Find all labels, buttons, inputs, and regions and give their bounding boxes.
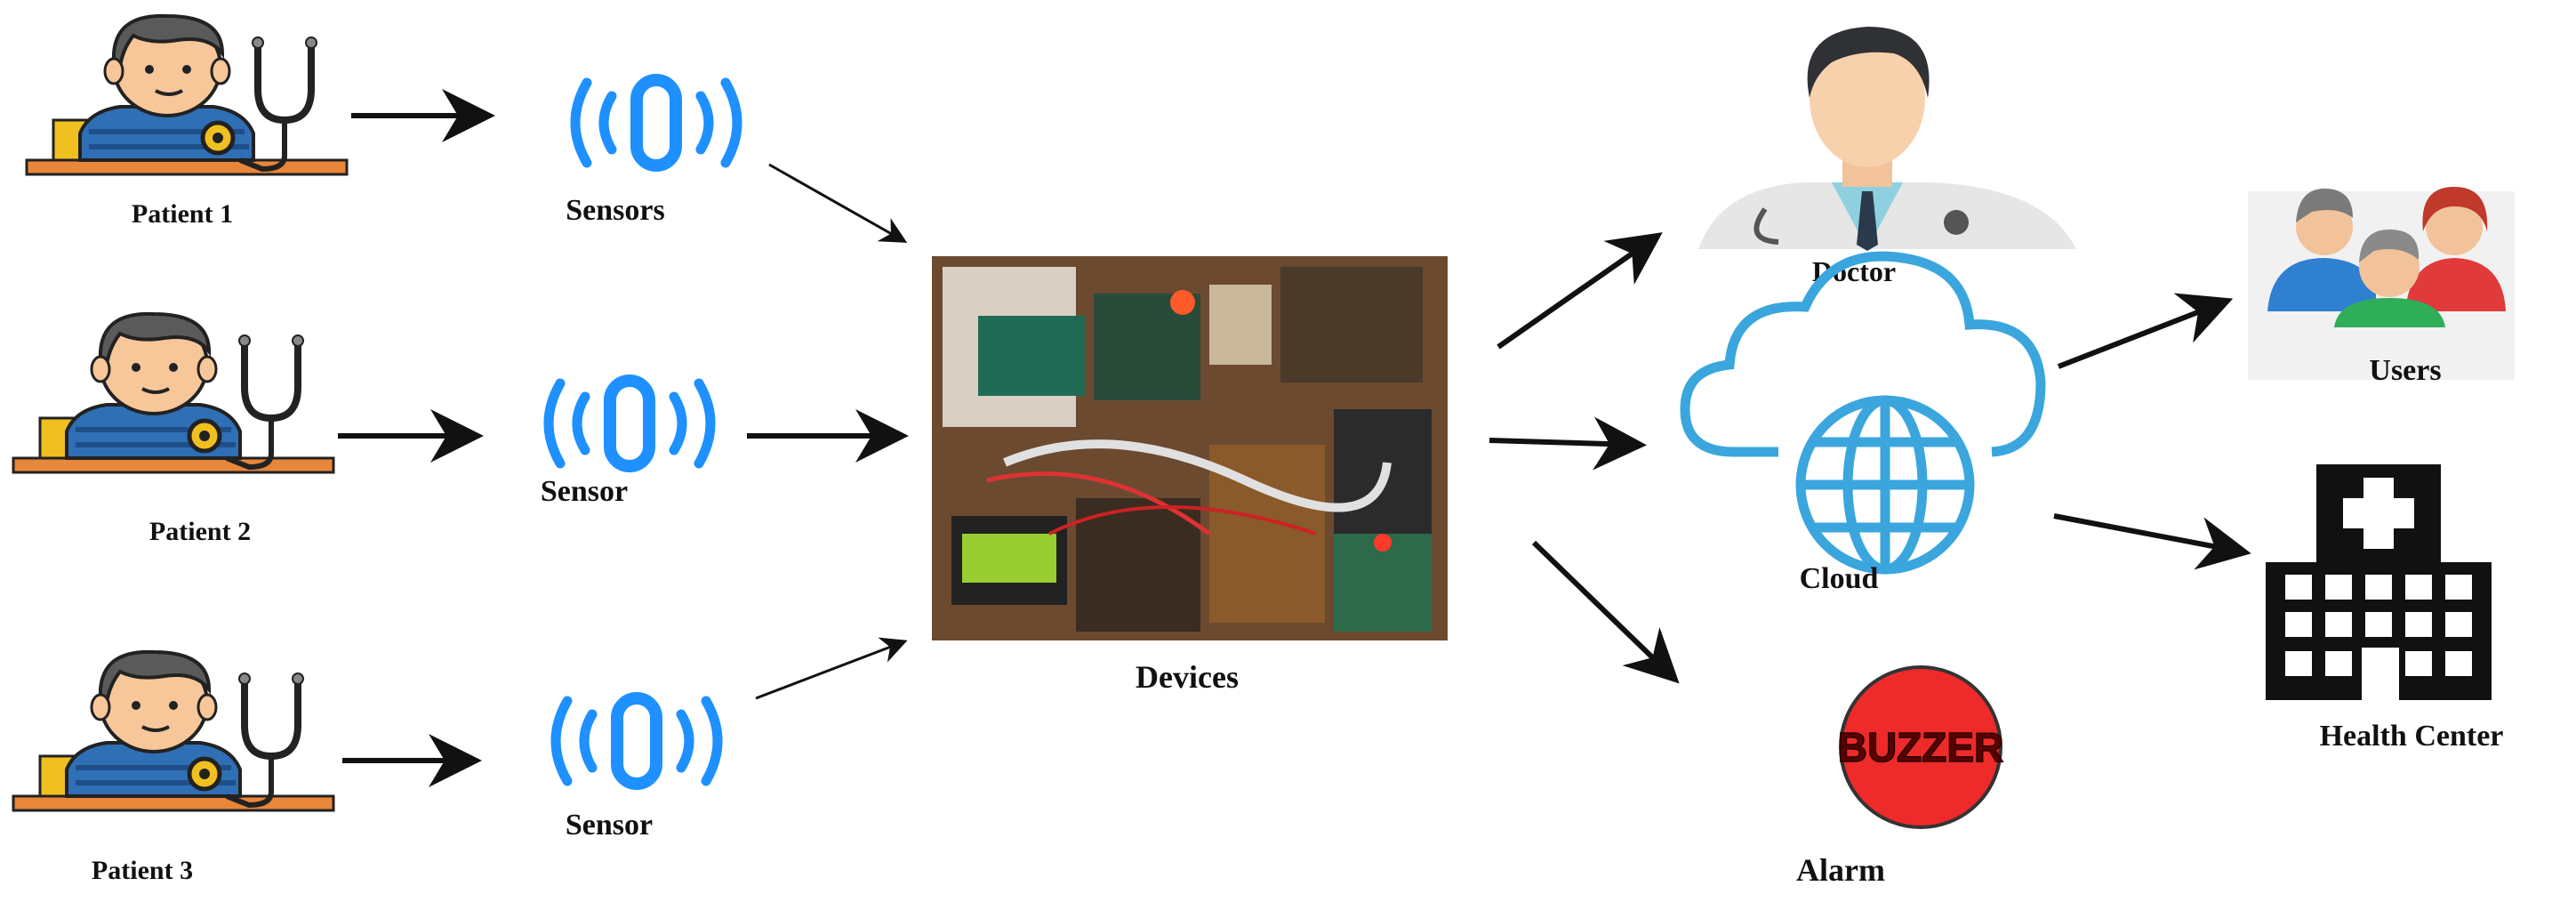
cloud-icon (1680, 251, 2046, 575)
buzzer-text: BUZZER (1838, 724, 2004, 770)
patient-3-label: Patient 3 (92, 856, 193, 885)
sensor-1-icon (575, 80, 737, 165)
arrow-cloud-users (2057, 293, 2234, 369)
arrow-cloud-health-center (2053, 513, 2251, 570)
users-icon (2248, 187, 2515, 380)
patient-2-label: Patient 2 (149, 517, 251, 546)
users-label: Users (2369, 354, 2441, 387)
buzzer-icon: BUZZER (1837, 665, 2004, 829)
cloud-label: Cloud (1800, 562, 1879, 595)
patient-3-icon (13, 652, 333, 810)
sensor-2-label: Sensor (541, 475, 628, 508)
sensor-3-icon (556, 698, 718, 784)
devices-label: Devices (1136, 659, 1239, 695)
hospital-icon (2266, 464, 2492, 700)
doctor-icon (1698, 27, 2076, 251)
arrow-sensor3-devices (755, 637, 908, 700)
sensor-1-label: Sensors (566, 194, 664, 227)
sensor-3-label: Sensor (566, 809, 653, 842)
arrow-devices-cloud (1489, 416, 1647, 471)
patient-1-label: Patient 1 (132, 199, 233, 229)
patient-2-icon (13, 314, 333, 472)
arrows (338, 89, 2251, 787)
alarm-label: Alarm (1796, 852, 1885, 888)
arrow-devices-alarm (1531, 540, 1680, 684)
arrow-sensor1-devices (768, 163, 908, 243)
sensor-2-icon (549, 381, 710, 466)
health-center-label: Health Center (2320, 720, 2504, 753)
arrow-devices-doctor (1497, 232, 1663, 350)
patient-1-icon (27, 16, 347, 174)
devices-image (932, 256, 1448, 640)
